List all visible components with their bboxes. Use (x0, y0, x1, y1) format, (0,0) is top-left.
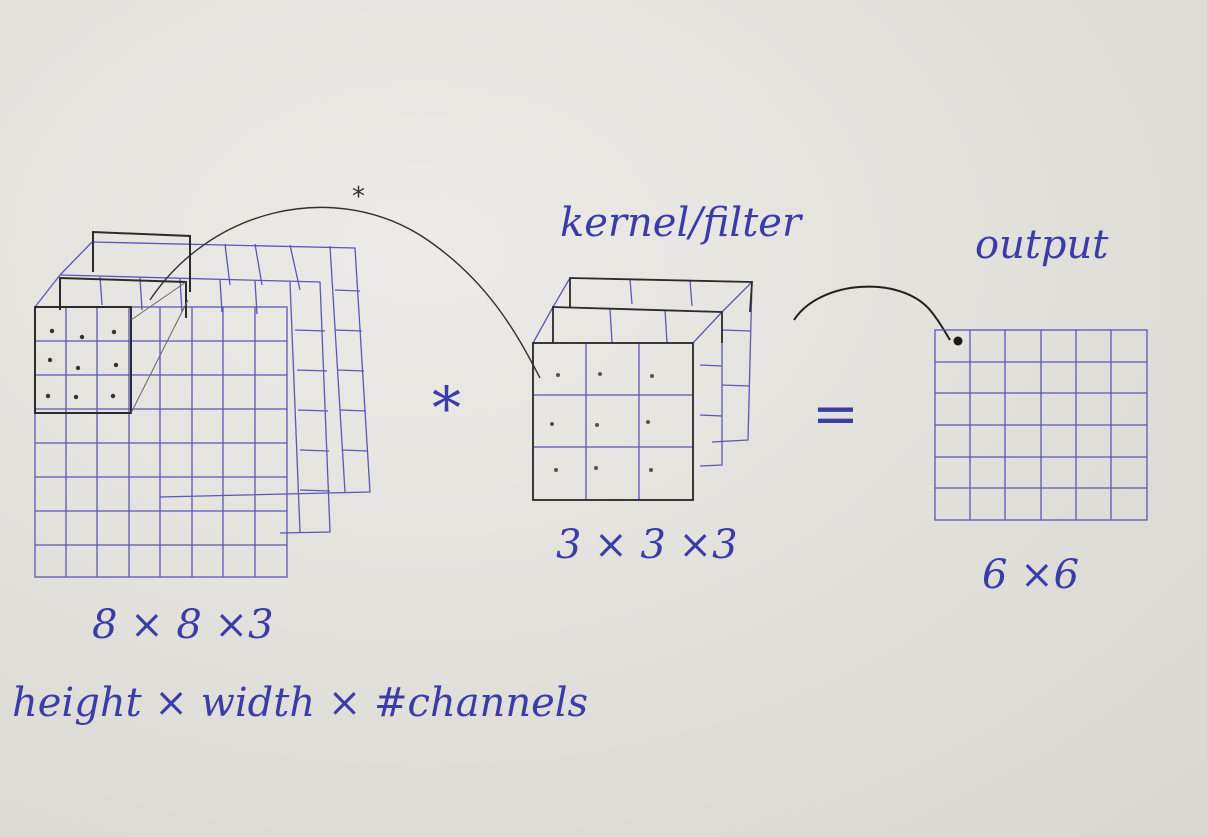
equals-sign: = (812, 382, 859, 447)
pencil-arc-output (793, 285, 951, 341)
output-dimensions: 6 ×6 (982, 552, 1079, 598)
kernel-dimensions: 3 × 3 ×3 (556, 522, 738, 568)
input-channel-1 (34, 306, 288, 578)
output-title: output (975, 222, 1109, 268)
output-first-cell-dot (953, 336, 963, 346)
kernel-weights (550, 372, 654, 472)
output-grid (934, 329, 1148, 521)
input-dimensions-description: height × width × #channels (12, 680, 588, 726)
receptive-field (34, 230, 191, 414)
kernel-outline (532, 277, 753, 501)
pencil-arc-input-kernel (149, 206, 541, 379)
input-volume (34, 241, 371, 578)
kernel-title: kernel/filter (560, 200, 804, 246)
input-dimensions: 8 × 8 ×3 (92, 602, 274, 648)
convolution-operator: * (432, 374, 461, 442)
arc-marker: * (352, 182, 365, 212)
receptive-field-dots (45, 328, 119, 400)
input-channel-3 (91, 241, 371, 498)
